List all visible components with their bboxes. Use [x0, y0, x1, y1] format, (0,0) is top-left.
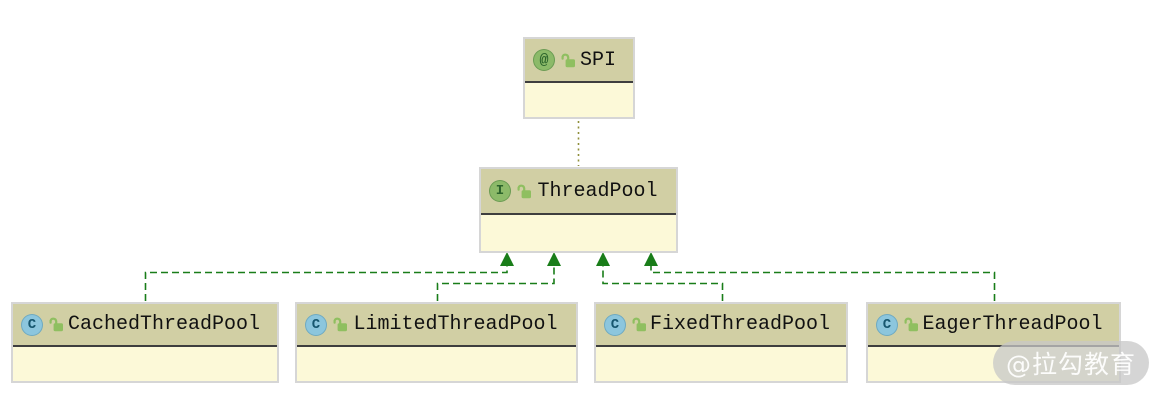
node-eagerthreadpool-label: EagerThreadPool — [922, 313, 1103, 336]
open-lock-icon — [561, 53, 575, 67]
node-spi[interactable]: @ SPI — [523, 37, 635, 119]
open-lock-icon — [333, 317, 347, 332]
node-threadpool-header: I ThreadPool — [481, 169, 676, 215]
arrowhead-fixed — [596, 252, 610, 266]
interface-icon: I — [489, 180, 511, 202]
node-threadpool-body — [481, 215, 676, 251]
node-spi-header: @ SPI — [525, 39, 633, 83]
node-fixedthreadpool-body — [596, 347, 846, 381]
class-icon: C — [876, 313, 898, 336]
node-limitedthreadpool[interactable]: C LimitedThreadPool — [295, 302, 578, 383]
open-lock-icon — [49, 317, 63, 332]
node-limitedthreadpool-label: LimitedThreadPool — [353, 313, 558, 336]
node-eagerthreadpool-header: C EagerThreadPool — [868, 304, 1119, 347]
edge-cached-to-threadpool — [144, 266, 508, 301]
arrowhead-limited — [547, 252, 561, 266]
node-cachedthreadpool-body — [13, 347, 277, 381]
node-fixedthreadpool-label: FixedThreadPool — [649, 313, 831, 336]
node-cachedthreadpool[interactable]: C CachedThreadPool — [11, 302, 279, 383]
node-threadpool[interactable]: I ThreadPool — [479, 167, 678, 253]
open-lock-icon — [632, 317, 646, 332]
node-limitedthreadpool-header: C LimitedThreadPool — [297, 304, 576, 347]
node-cachedthreadpool-header: C CachedThreadPool — [13, 304, 277, 347]
annotation-icon: @ — [533, 49, 555, 71]
node-limitedthreadpool-body — [297, 347, 576, 381]
edge-eager-to-threadpool — [650, 266, 996, 301]
watermark-badge: @拉勾教育 — [993, 341, 1149, 385]
arrowhead-eager — [644, 252, 658, 266]
node-spi-label: SPI — [579, 48, 616, 72]
edge-limited-to-threadpool — [436, 266, 555, 301]
class-icon: C — [604, 313, 626, 336]
node-fixedthreadpool-header: C FixedThreadPool — [596, 304, 846, 347]
node-cachedthreadpool-label: CachedThreadPool — [67, 313, 261, 336]
class-icon: C — [305, 313, 327, 336]
open-lock-icon — [517, 184, 531, 198]
node-threadpool-label: ThreadPool — [537, 179, 658, 203]
node-spi-body — [525, 83, 633, 117]
open-lock-icon — [904, 317, 918, 332]
arrowhead-cached — [500, 252, 514, 266]
edge-fixed-to-threadpool — [602, 266, 724, 301]
node-fixedthreadpool[interactable]: C FixedThreadPool — [594, 302, 848, 383]
class-icon: C — [21, 313, 43, 336]
